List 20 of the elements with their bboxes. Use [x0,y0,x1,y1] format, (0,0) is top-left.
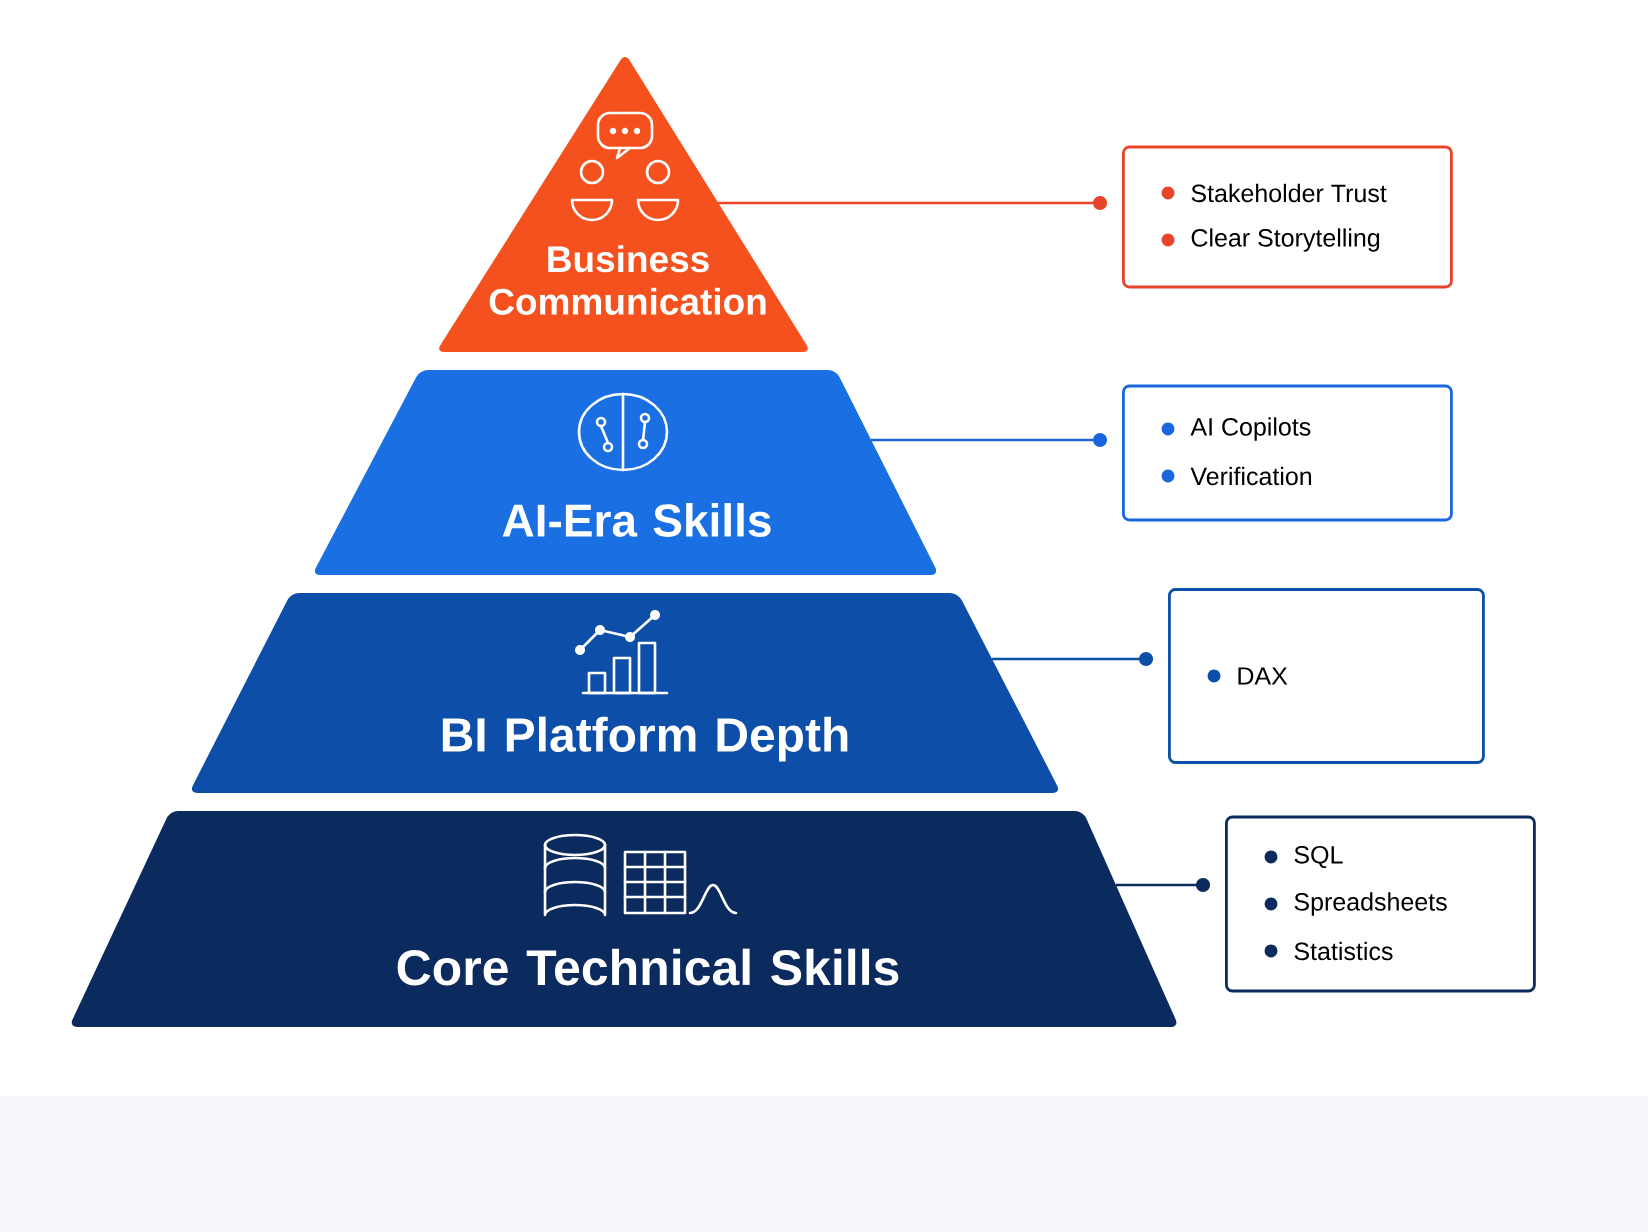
list-item: Statistics [1294,941,1393,961]
list-item: Stakeholder Trust [1191,183,1387,203]
pyramid-tier: BI Platform Depth [191,593,1059,793]
pyramid-tier: Business Communication [439,56,808,352]
list-item: AI Copilots [1190,417,1311,441]
list-item: SQL [1294,845,1343,869]
bullet-list-box [1122,384,1453,522]
list-item: DAX [1238,667,1288,685]
pyramid-tier: AI-Era Skills [314,370,937,575]
connector-line [871,433,1107,447]
bullet-list-box [1122,145,1453,289]
list-item: Spreadsheets [1294,892,1447,916]
connector-line [718,196,1107,210]
bullet-list-box [1168,588,1485,764]
connector-line [992,652,1153,666]
list-item: Verification [1190,466,1312,486]
pyramid-tier: Core Technical Skills [71,811,1177,1027]
connector-line [1116,878,1210,892]
bullet-list-box [1225,815,1536,993]
list-item: Clear Storytelling [1191,228,1380,252]
